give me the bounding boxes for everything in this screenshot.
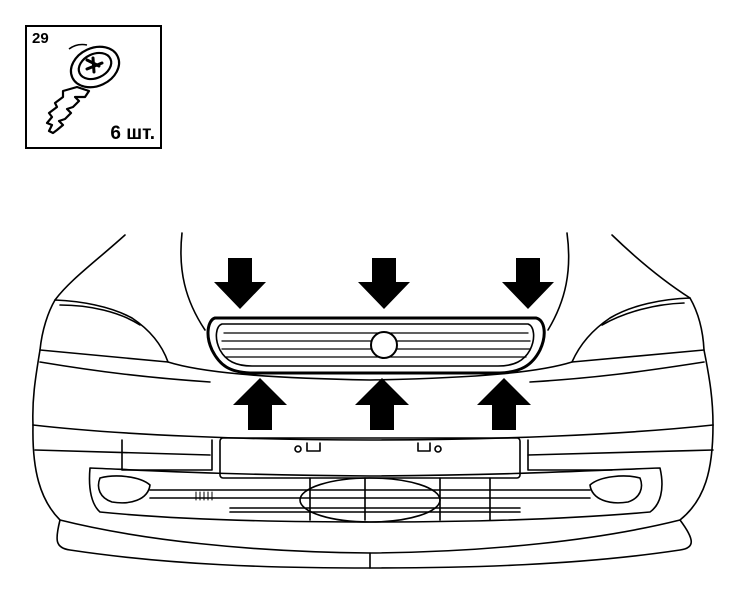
left-headlamp bbox=[39, 299, 169, 363]
arrow-up-icon bbox=[233, 378, 287, 430]
grille-emblem bbox=[370, 331, 398, 359]
hood-outline bbox=[180, 232, 206, 331]
quantity-label: 6 шт. bbox=[110, 123, 155, 144]
right-fog-light bbox=[589, 475, 643, 504]
bumper-top-line bbox=[32, 424, 714, 441]
licence-plate-area bbox=[219, 437, 521, 479]
arrow-down-icon bbox=[502, 258, 554, 309]
right-headlamp bbox=[571, 297, 705, 363]
arrow-down-icon bbox=[358, 258, 410, 309]
self-tapping-screw-icon bbox=[45, 43, 121, 135]
arrow-up-icon bbox=[477, 378, 531, 430]
arrow-down-icon bbox=[214, 258, 266, 309]
bumper-lower bbox=[32, 424, 714, 554]
part-inset-box: 29 6 шт. bbox=[25, 25, 162, 149]
left-fog-light bbox=[97, 475, 151, 504]
arrow-up-icon bbox=[355, 378, 409, 430]
lower-intake bbox=[88, 467, 663, 523]
left-fender-line bbox=[54, 234, 126, 301]
part-number-label: 29 bbox=[32, 30, 49, 47]
right-fender-line bbox=[611, 234, 691, 299]
